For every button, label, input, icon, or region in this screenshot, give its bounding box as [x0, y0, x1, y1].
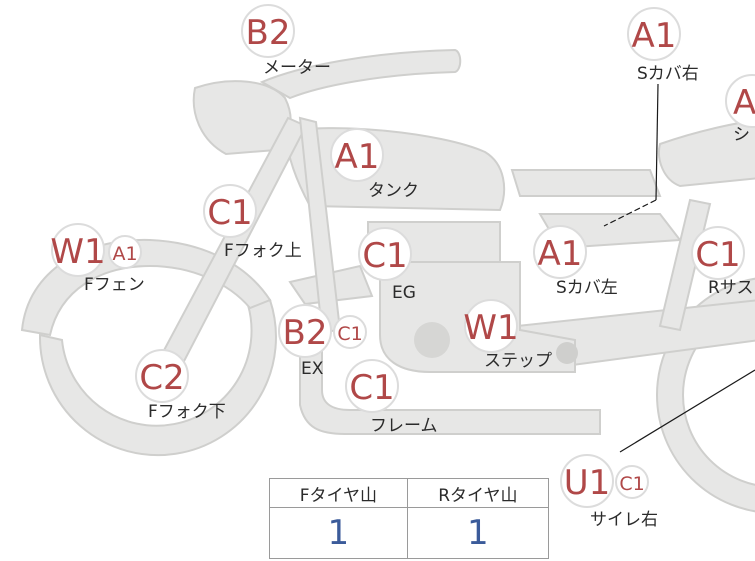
marker-f-fork-lower: C2 Fフォク下	[135, 349, 226, 422]
part-label: サイレ右	[590, 510, 658, 530]
grade-circle	[358, 227, 412, 281]
marker-frame: C1 フレーム	[345, 359, 438, 436]
part-label: EG	[392, 283, 416, 303]
rear-tire-value: 1	[406, 507, 550, 559]
rear-wheel-inner	[682, 304, 755, 486]
part-label: メーター	[263, 58, 331, 78]
marker-s-cover-left: A1 Sカバ左	[533, 225, 618, 298]
rear-tire-header: Rタイヤ山	[406, 478, 550, 508]
grade-circle	[691, 226, 745, 280]
grade-circle	[241, 4, 295, 58]
grade-text: A	[733, 83, 755, 123]
seat	[658, 119, 755, 188]
grade-circle	[627, 7, 681, 61]
grade-text-small: C1	[337, 323, 362, 345]
grade-circle	[464, 299, 518, 353]
marker-step: W1 ステップ	[463, 299, 552, 371]
grade-text: C1	[362, 236, 407, 276]
part-label: Sカバ左	[556, 278, 618, 298]
part-label: シ	[733, 125, 750, 145]
grade-text: C1	[695, 235, 740, 275]
grade-text: B2	[246, 13, 291, 53]
grade-circle	[203, 184, 257, 238]
grade-text: C2	[139, 358, 184, 398]
marker-r-suspension: C1 Rサス	[691, 226, 753, 298]
grade-text: W1	[463, 308, 518, 348]
grade-text-small: A1	[112, 243, 137, 265]
part-label: Fフォク上	[224, 241, 302, 261]
marker-silencer-right: U1 C1 サイレ右	[560, 454, 658, 530]
grade-circle	[533, 225, 587, 279]
frame-lower	[299, 329, 601, 435]
step-peg	[556, 342, 578, 364]
grade-circle	[725, 74, 755, 128]
part-label: EX	[301, 359, 324, 379]
part-label: Fフェン	[84, 275, 145, 295]
grade-text: C1	[207, 193, 252, 233]
leader-s-cover-right	[655, 83, 659, 201]
grade-text: A1	[632, 16, 677, 56]
grade-circle	[135, 349, 189, 403]
marker-exhaust: B2 C1 EX	[278, 304, 367, 379]
side-cover-left	[510, 169, 662, 197]
front-tire-value: 1	[269, 507, 408, 559]
grade-circle	[560, 454, 614, 508]
handlebar	[259, 48, 462, 100]
grade-circle	[51, 223, 105, 277]
marker-engine: C1 EG	[358, 227, 416, 303]
grade-circle-small	[615, 465, 649, 499]
grade-circle	[330, 128, 384, 182]
marker-f-fork-upper: C1 Fフォク上	[203, 184, 302, 261]
part-label: Rサス	[708, 278, 753, 298]
grade-text: A1	[538, 234, 583, 274]
part-label: ステップ	[484, 351, 552, 371]
grade-text: B2	[283, 313, 328, 353]
part-label: フレーム	[370, 416, 438, 436]
grade-circle-small	[108, 235, 142, 269]
grade-text: A1	[335, 137, 380, 177]
part-label: タンク	[368, 181, 419, 201]
front-tire-header: Fタイヤ山	[269, 478, 408, 508]
marker-tank: A1 タンク	[330, 128, 419, 201]
grade-text-small: C1	[619, 473, 644, 495]
grade-circle	[278, 304, 332, 358]
rear-shock	[658, 198, 712, 332]
leader-lines	[603, 83, 755, 453]
grade-circle-small	[333, 315, 367, 349]
part-label: Sカバ右	[637, 64, 699, 84]
tire-table-value-row: 1 1	[269, 507, 550, 559]
tire-tread-table: Fタイヤ山 Rタイヤ山 1 1	[269, 478, 550, 559]
marker-seat: A シ	[725, 74, 755, 145]
grade-circle	[345, 359, 399, 413]
marker-meter: B2 メーター	[241, 4, 331, 78]
leader-silencer	[619, 369, 755, 453]
front-wheel	[38, 298, 277, 457]
engine-cover	[414, 322, 450, 358]
grade-text: U1	[564, 463, 611, 503]
grade-text: C1	[349, 368, 394, 408]
marker-f-fender: W1 A1 Fフェン	[50, 223, 145, 295]
part-label: Fフォク下	[148, 402, 226, 422]
tire-table-header-row: Fタイヤ山 Rタイヤ山	[269, 478, 550, 508]
marker-s-cover-right: A1 Sカバ右	[627, 7, 699, 84]
grade-text: W1	[50, 232, 105, 272]
leader-s-cover-right-dash	[603, 199, 657, 227]
